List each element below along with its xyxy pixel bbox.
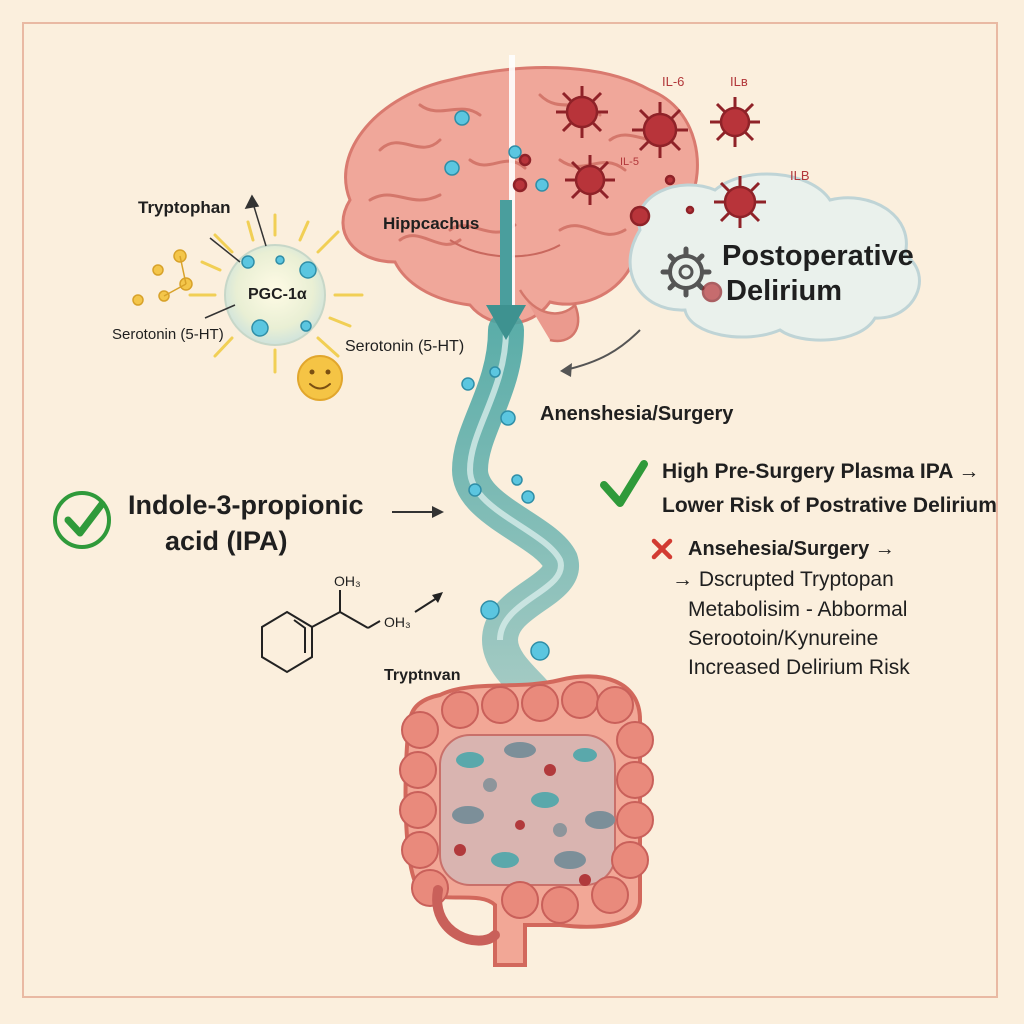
label-oh-right: OH₃	[384, 614, 411, 630]
smiley-icon	[297, 355, 343, 401]
page-frame	[22, 22, 998, 998]
brain	[341, 66, 699, 343]
label-tryptophan: Tryptophan	[138, 198, 231, 217]
brain-bubbles	[444, 110, 549, 192]
label-benefit-line1: High Pre-Surgery Plasma IPA →	[662, 460, 980, 483]
label-benefit-line2: Lower Risk of Postrative Delirium	[662, 494, 997, 517]
check-icon	[600, 460, 648, 507]
label-tryptnvan: Tryptnvan	[384, 667, 461, 684]
gear-icon	[660, 246, 712, 298]
label-pgc: PGC-1α	[248, 286, 307, 303]
label-risk-line: → Dscrupted Tryptopan	[672, 568, 894, 591]
cytokine-particles	[512, 86, 766, 303]
label-oh-top: OH₃	[334, 573, 361, 589]
label-risk-title: Ansehesia/Surgery →	[688, 538, 895, 560]
label-delirium-line1: Postoperative	[722, 240, 914, 272]
curved-arrow	[564, 329, 641, 371]
check-circle-icon	[53, 491, 111, 549]
gut-microbiota	[452, 742, 615, 886]
label-delirium-line2: Delirium	[726, 275, 843, 307]
label-ilb-right: ILB	[790, 168, 810, 183]
tryptophan-molecules	[132, 249, 193, 306]
label-serotonin-left: Serotonin (5-HT)	[112, 326, 224, 343]
chemical-structure	[261, 590, 441, 674]
label-il5: IL-5	[620, 156, 639, 168]
label-risk-line: Increased Delirium Risk	[688, 656, 910, 679]
cross-icon	[651, 538, 673, 560]
label-anesthesia: Anenshesia/Surgery	[540, 403, 734, 425]
label-risk-line: Serootoin/Kynureine	[688, 627, 879, 650]
label-il6: IL-6	[662, 74, 685, 89]
tube-bubbles	[461, 366, 550, 661]
label-ilb-top: ILв	[730, 74, 748, 89]
gut-brain-tube	[451, 312, 579, 718]
down-arrow-icon	[486, 305, 526, 340]
pgc-burst	[188, 213, 364, 374]
burst-leaders	[204, 194, 267, 319]
label-risk-line: Metabolisim - Abbormal	[688, 598, 908, 621]
label-ipa-line2: acid (IPA)	[165, 526, 288, 556]
label-ipa-line1: Indole-3-propionic	[128, 490, 364, 520]
intestine	[399, 674, 654, 967]
label-serotonin-right: Serotonin (5-HT)	[345, 338, 465, 355]
label-hippocampus: Hippcachus	[383, 214, 480, 233]
